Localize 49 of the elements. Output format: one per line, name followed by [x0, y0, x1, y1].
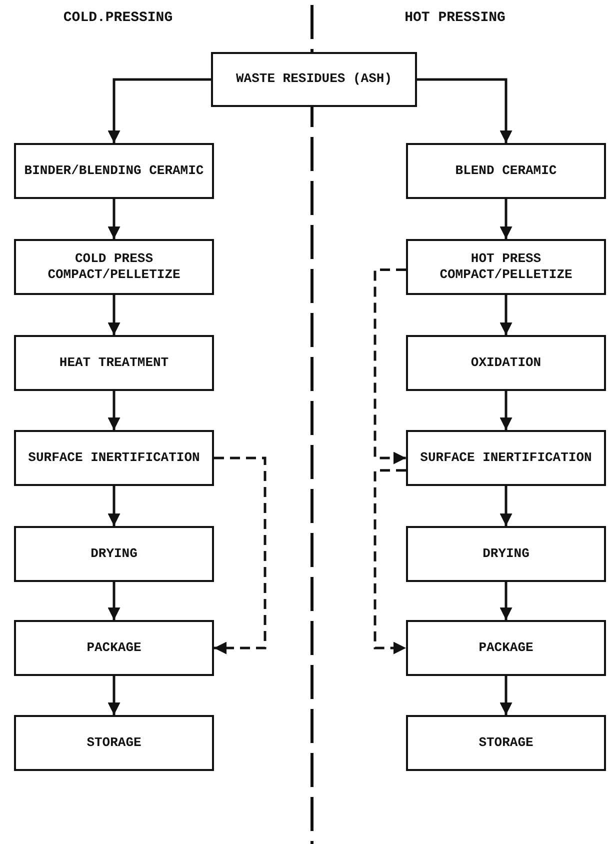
process-box: [406, 335, 606, 391]
box-label: COLD PRESS COMPACT/PELLETIZE: [46, 250, 182, 284]
process-box: [14, 430, 214, 486]
column-heading: HOT PRESSING: [404, 10, 506, 26]
box-label: PACKAGE: [86, 640, 142, 656]
arrow: [500, 391, 512, 430]
arrow: [108, 391, 120, 430]
box-label: DRYING: [90, 546, 138, 562]
arrow: [500, 582, 512, 620]
process-box: [211, 52, 417, 107]
arrow: [374, 469, 406, 654]
process-box: [406, 430, 606, 486]
process-box: [14, 239, 214, 295]
process-box: [14, 335, 214, 391]
box-label: DRYING: [482, 546, 530, 562]
arrow: [374, 268, 406, 464]
column-heading: COLD.PRESSING: [63, 10, 173, 26]
process-box: [14, 715, 214, 771]
arrow: [108, 78, 211, 143]
box-label: BLEND CERAMIC: [455, 162, 557, 180]
arrow: [500, 676, 512, 715]
arrow: [108, 676, 120, 715]
process-box: [14, 620, 214, 676]
arrow: [214, 456, 266, 654]
box-label: STORAGE: [86, 734, 142, 752]
process-box: [14, 526, 214, 582]
arrow: [500, 486, 512, 526]
arrow: [417, 78, 512, 143]
box-label: HOT PRESS COMPACT/PELLETIZE: [438, 250, 574, 284]
process-box: [406, 239, 606, 295]
box-label: SURFACE INERTIFICATION: [28, 450, 200, 466]
box-label: PACKAGE: [478, 640, 534, 656]
box-label: BINDER/BLENDING CERAMIC: [24, 162, 204, 180]
box-label: WASTE RESIDUES (ASH): [236, 71, 392, 88]
process-box: [406, 143, 606, 199]
arrow: [500, 199, 512, 239]
process-box: [406, 620, 606, 676]
process-box: [14, 143, 214, 199]
box-label: OXIDATION: [470, 354, 542, 372]
arrow: [108, 486, 120, 526]
box-label: STORAGE: [478, 734, 534, 752]
arrow: [108, 295, 120, 335]
arrow: [108, 199, 120, 239]
box-label: SURFACE INERTIFICATION: [420, 450, 592, 466]
process-box: [406, 715, 606, 771]
process-box: [406, 526, 606, 582]
box-label: HEAT TREATMENT: [59, 354, 169, 372]
arrow: [108, 582, 120, 620]
arrow: [500, 295, 512, 335]
